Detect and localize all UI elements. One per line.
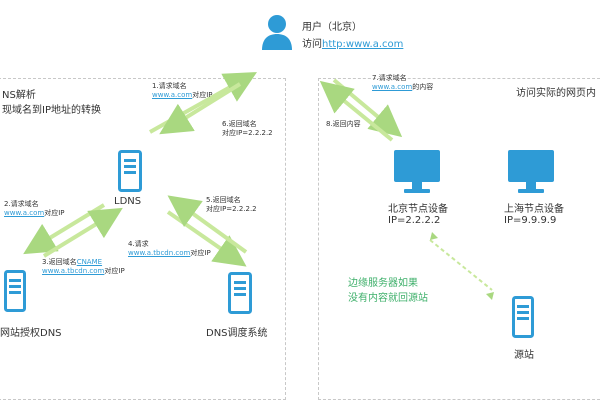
arrow-step-8 [319, 80, 394, 142]
step-2-label: 2.请求域名 www.a.com对应IP [4, 200, 65, 218]
step-7-title: 7.请求域名 [372, 74, 407, 82]
dns-scheduler-label: DNS调度系统 [206, 328, 268, 339]
step-6-title: 6.返回域名 [222, 120, 257, 128]
step-3-link[interactable]: www.a.tbcdn.com [42, 267, 105, 275]
origin-fetch-dashed-arrow [429, 239, 493, 291]
auth-dns-label: 网站授权DNS [0, 328, 62, 339]
step-7-link[interactable]: www.a.com [372, 83, 413, 91]
step-7-suffix: 的内容 [412, 83, 434, 91]
user-visit-link[interactable]: http:www.a.com [322, 39, 404, 50]
arrow-step-5 [167, 195, 248, 254]
beijing-node-ip: IP=2.2.2.2 [388, 215, 441, 226]
content-section-title: 访问实际的网页内 [516, 88, 596, 99]
step-1-label: 1.请求域名 www.a.com对应IP [152, 82, 213, 100]
dns-section-subtitle: 现域名到IP地址的转换 [2, 105, 101, 116]
user-visit-line: 访问http:www.a.com [302, 35, 403, 50]
step-3-suffix: 对应IP [104, 267, 125, 275]
step-8-label: 8.返回内容 [326, 120, 361, 128]
step-4-suffix: 对应IP [190, 249, 211, 257]
step-7-label: 7.请求域名 www.a.com的内容 [372, 74, 433, 92]
shanghai-node-label: 上海节点设备 [504, 204, 564, 215]
step-3-cname[interactable]: CNAME [76, 258, 103, 266]
origin-server-icon [512, 296, 534, 338]
arrow-step-6 [159, 82, 242, 135]
origin-label: 源站 [514, 350, 534, 361]
step-3-label: 3.返回域名CNAME www.a.tbcdn.com对应IP [42, 258, 125, 276]
shanghai-monitor-icon [508, 150, 554, 193]
step-5-label: 5.返回域名 对应IP=2.2.2.2 [206, 196, 257, 214]
edge-note-line2: 没有内容就回源站 [348, 293, 428, 304]
dns-section-title: NS解析 [2, 90, 36, 101]
step-6-label: 6.返回域名 对应IP=2.2.2.2 [222, 120, 273, 138]
step-6-detail: 对应IP=2.2.2.2 [222, 129, 273, 137]
beijing-node-label: 北京节点设备 [388, 204, 448, 215]
step-1-link[interactable]: www.a.com [152, 91, 193, 99]
step-3-prefix: 3.返回域名 [42, 258, 77, 266]
step-2-title: 2.请求域名 [4, 200, 39, 208]
step-2-link[interactable]: www.a.com [4, 209, 45, 217]
step-4-link[interactable]: www.a.tbcdn.com [128, 249, 191, 257]
ldns-server-icon [118, 150, 142, 192]
shanghai-node-ip: IP=9.9.9.9 [504, 215, 557, 226]
auth-dns-server-icon [4, 270, 26, 312]
step-5-title: 5.返回域名 [206, 196, 241, 204]
user-label: 用户（北京） [302, 22, 362, 33]
user-visit-prefix: 访问 [302, 39, 322, 50]
edge-note-line1: 边缘服务器如果 [348, 278, 418, 289]
user-icon [262, 15, 292, 50]
step-4-title: 4.请求 [128, 240, 149, 248]
step-1-suffix: 对应IP [192, 91, 213, 99]
ldns-label: LDNS [114, 196, 142, 207]
step-1-title: 1.请求域名 [152, 82, 187, 90]
dns-scheduler-server-icon [228, 272, 252, 314]
beijing-monitor-icon [394, 150, 440, 193]
step-4-label: 4.请求 www.a.tbcdn.com对应IP [128, 240, 211, 258]
step-5-detail: 对应IP=2.2.2.2 [206, 205, 257, 213]
step-2-suffix: 对应IP [44, 209, 65, 217]
arrow-step-3 [42, 207, 123, 258]
